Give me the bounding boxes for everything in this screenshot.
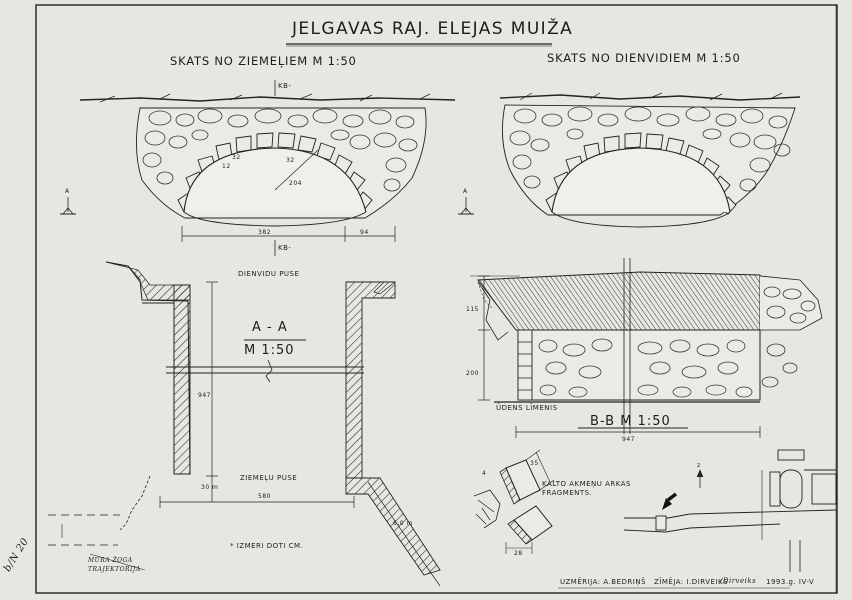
dim-north-span: 382 — [258, 229, 271, 236]
north-arrow-label: z — [697, 462, 701, 469]
section-bb-label: B-B M 1:50 — [590, 414, 671, 429]
dim-north-right: 94 — [360, 229, 369, 236]
dim-north-d1: 12 — [222, 163, 231, 170]
plan-width-dim: 580 — [258, 493, 271, 500]
plan-note: * IZMERI DOTI CM. — [230, 542, 304, 550]
section-bb-drawing — [470, 258, 823, 438]
fragment-dim-4: 4 — [482, 470, 487, 477]
credit-date: 1993.g. IV-V — [766, 578, 815, 586]
site-plan-drawing — [623, 449, 837, 572]
section-mark-a-right: A — [463, 188, 468, 195]
plan-scale: M 1:50 — [244, 343, 295, 358]
plan-south-side: DIENVIDU PUSE — [238, 270, 300, 278]
north-view-label: SKATS NO ZIEMEĻIEM M 1:50 — [170, 54, 357, 68]
dim-north-d3: 32 — [286, 157, 295, 164]
north-view-drawing — [60, 80, 456, 256]
section-mark-top: KB- — [278, 82, 292, 90]
dim-north-d2: 32 — [232, 154, 241, 161]
credit-drawn: ZĪMĒJA: I.DIRVEIKS — [654, 578, 729, 586]
fragments-label: KALTO AKMEŅU ARKAS FRAGMENTS. — [542, 480, 631, 497]
credit-measured: UZMĒRIJA: A.BEDRIŅŠ — [560, 578, 646, 586]
plan-diag-dim: 6,0 m — [393, 520, 413, 527]
plan-depth-dim: 30 m — [201, 484, 219, 491]
fence-trajectory-label: MŪRA ŽOGA TRAJEKTORIJA — [88, 557, 141, 573]
fragment-dim-35: 35 — [530, 460, 539, 467]
plan-north-side: ZIEMEĻU PUSE — [240, 474, 298, 482]
drawing-frame — [35, 4, 838, 594]
fragments-drawing — [473, 449, 555, 554]
dim-north-radius: 204 — [289, 180, 302, 187]
bb-height-115: 115 — [466, 306, 479, 313]
section-mark-bottom: KB- — [278, 244, 292, 252]
bb-height-200: 200 — [466, 370, 479, 377]
plan-section-name: A - A — [252, 320, 288, 335]
fragment-dim-28: 28 — [514, 550, 523, 557]
south-view-label: SKATS NO DIENVIDIEM M 1:50 — [547, 51, 741, 65]
plan-length-dim: 947 — [198, 392, 211, 399]
bb-length-dim: 947 — [622, 436, 635, 443]
signature: /Dirveiks — [720, 577, 757, 585]
water-level-label: ŪDENS LĪMENIS — [496, 404, 558, 412]
section-mark-a-left: A — [65, 188, 70, 195]
south-view-drawing — [458, 92, 801, 228]
drawing-title: JELGAVAS RAJ. ELEJAS MUIŽA — [292, 19, 574, 39]
plan-aa-drawing — [48, 261, 441, 587]
